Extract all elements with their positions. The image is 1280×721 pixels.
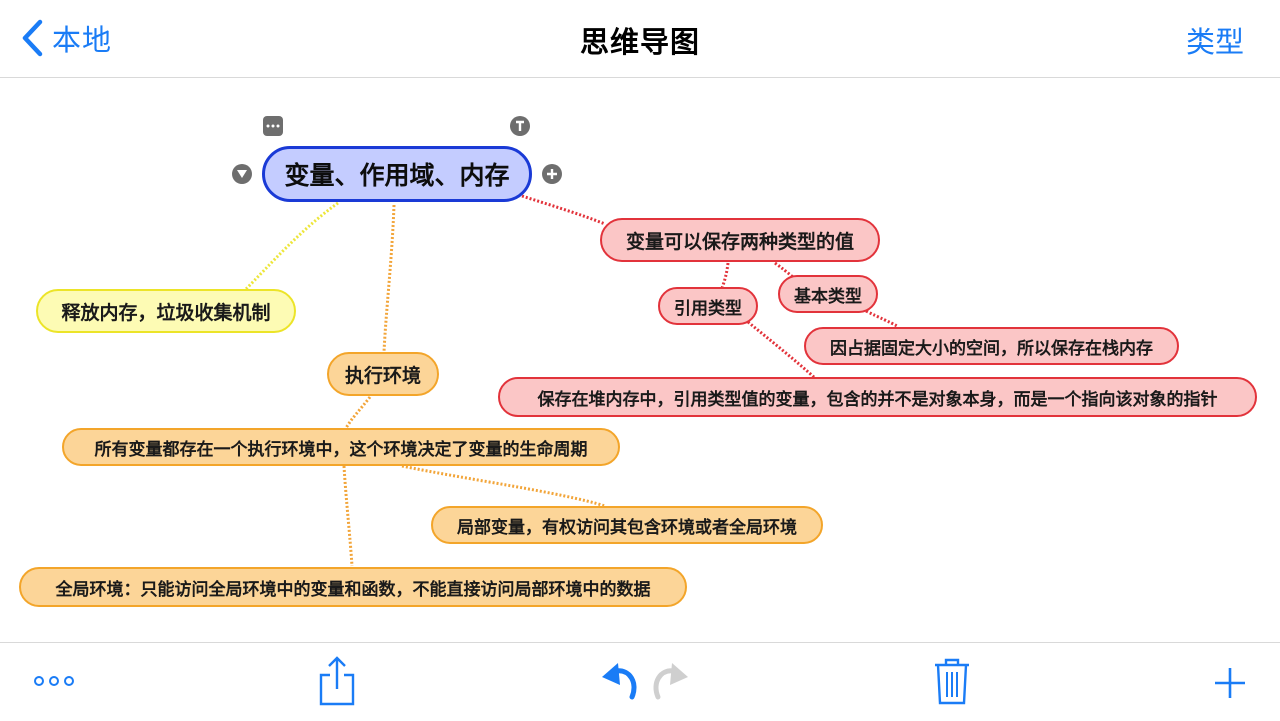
navigation-bar: 本地 思维导图 类型 — [0, 0, 1280, 78]
node-ref-type[interactable]: 引用类型 — [658, 287, 758, 325]
node-exec-env[interactable]: 执行环境 — [327, 352, 439, 396]
node-basic-type[interactable]: 基本类型 — [778, 275, 878, 313]
undo-icon[interactable] — [598, 663, 640, 703]
node-two-types[interactable]: 变量可以保存两种类型的值 — [600, 218, 880, 262]
back-button[interactable]: 本地 — [20, 18, 112, 58]
trash-icon[interactable] — [934, 657, 970, 705]
node-ref-desc[interactable]: 保存在堆内存中，引用类型值的变量，包含的并不是对象本身，而是一个指向该对象的指针 — [498, 377, 1257, 417]
redo-icon[interactable] — [650, 663, 692, 703]
node-release-memory[interactable]: 释放内存，垃圾收集机制 — [36, 289, 296, 333]
page-title: 思维导图 — [579, 25, 700, 59]
collapse-icon[interactable] — [232, 164, 252, 184]
add-child-icon[interactable] — [542, 164, 562, 184]
node-exec-desc[interactable]: 所有变量都存在一个执行环境中，这个环境决定了变量的生命周期 — [62, 428, 620, 466]
more-icon[interactable] — [34, 673, 74, 689]
root-node[interactable]: 变量、作用域、内存 — [262, 146, 532, 202]
chevron-left-icon — [22, 19, 43, 57]
node-basic-desc[interactable]: 因占据固定大小的空间，所以保存在栈内存 — [804, 327, 1179, 365]
type-button[interactable]: 类型 — [1185, 25, 1244, 59]
node-global-env[interactable]: 全局环境：只能访问全局环境中的变量和函数，不能直接访问局部环境中的数据 — [19, 567, 687, 607]
text-icon[interactable] — [510, 116, 530, 136]
more-square-icon[interactable] — [263, 116, 283, 136]
add-icon[interactable] — [1214, 667, 1246, 699]
bottom-toolbar — [0, 642, 1280, 721]
share-icon[interactable] — [318, 655, 356, 707]
node-local-env[interactable]: 局部变量，有权访问其包含环境或者全局环境 — [431, 506, 823, 544]
back-label: 本地 — [52, 23, 113, 57]
